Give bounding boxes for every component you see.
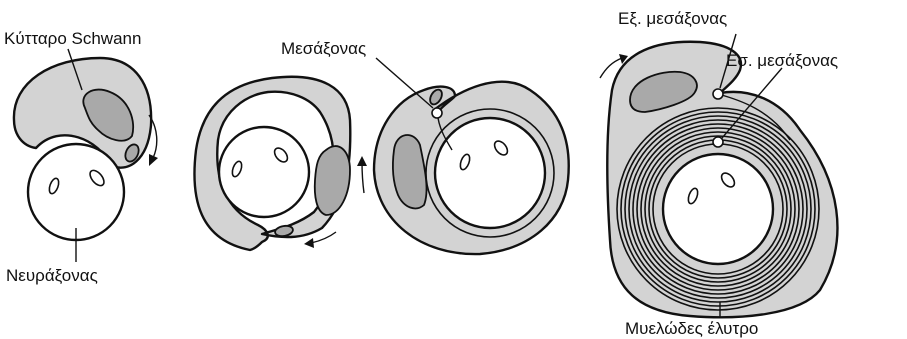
axon-circle bbox=[28, 144, 124, 240]
schwann-nucleus bbox=[315, 146, 350, 215]
rotation-arrowhead bbox=[304, 238, 314, 248]
axon-circle bbox=[435, 118, 545, 228]
rotation-arrow bbox=[362, 162, 364, 193]
rotation-arrow bbox=[311, 232, 336, 243]
stage-1-schwann-cell-contact bbox=[14, 58, 158, 240]
rotation-arrowhead bbox=[357, 156, 367, 166]
label-outer-mesaxon: Εξ. μεσάξονας bbox=[618, 9, 727, 28]
stage-4-myelin-sheath bbox=[600, 34, 837, 318]
label-axon: Νευράξονας bbox=[6, 266, 98, 285]
label-schwann-cell: Κύτταρο Schwann bbox=[4, 29, 141, 48]
outer-mesaxon-pin bbox=[713, 89, 723, 99]
mesaxon-pin bbox=[432, 108, 442, 118]
stage-2-wrapping bbox=[194, 77, 367, 250]
label-mesaxon: Μεσάξονας bbox=[281, 39, 366, 58]
label-inner-mesaxon: Εσ. μεσάξονας bbox=[726, 51, 838, 70]
stage-3-mesaxon bbox=[374, 58, 569, 254]
inner-mesaxon-pin bbox=[713, 137, 723, 147]
label-myelin-sheath: Μυελώδες έλυτρο bbox=[625, 319, 758, 338]
axon-circle bbox=[663, 154, 773, 264]
